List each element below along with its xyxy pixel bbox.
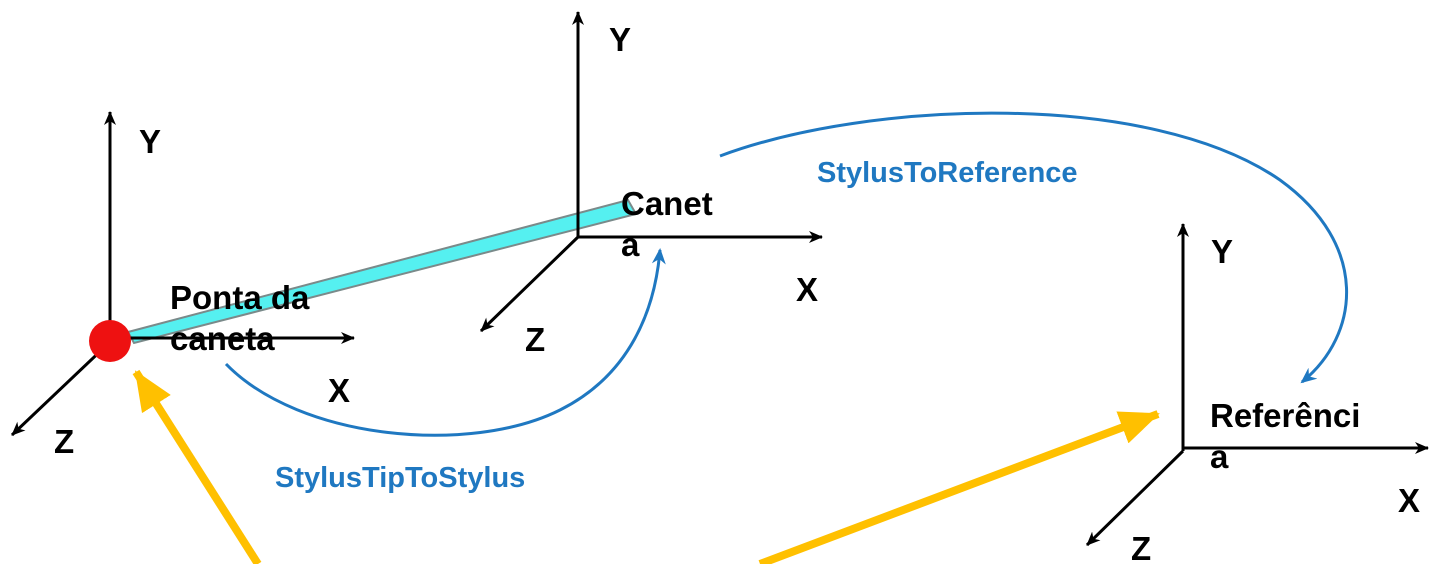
stylus-tip-x-label: X bbox=[328, 372, 351, 409]
reference-frame-label-line2: a bbox=[1210, 438, 1229, 475]
stylus-frame-axes bbox=[479, 11, 823, 333]
reference-frame-label: Referênci a bbox=[1210, 395, 1360, 477]
highlight-arrow-to-stylus-tip bbox=[132, 369, 262, 564]
stylus-frame-label: Canet a bbox=[621, 183, 713, 265]
stylus-frame-label-line1: Canet bbox=[621, 185, 713, 222]
stylus-tip-frame-label-line2: caneta bbox=[170, 320, 275, 357]
stylus-tip-to-stylus-arrow bbox=[224, 248, 666, 437]
reference-y-label: Y bbox=[1211, 233, 1234, 270]
highlight-arrow-to-reference bbox=[758, 410, 1160, 564]
stylus-tip-z-label: Z bbox=[54, 423, 75, 460]
reference-z-axis bbox=[1085, 449, 1185, 547]
stylus-tip-frame-axes bbox=[10, 111, 355, 437]
stylus-tip-to-stylus-label: StylusTipToStylus bbox=[275, 462, 526, 494]
reference-x-label: X bbox=[1398, 482, 1421, 519]
stylus-y-label: Y bbox=[609, 21, 632, 58]
stylus-tip-z-axis bbox=[10, 340, 112, 437]
stylus-x-label: X bbox=[796, 271, 819, 308]
stylus-tip-frame-label-line1: Ponta da bbox=[170, 279, 310, 316]
reference-frame-label-line1: Referênci bbox=[1210, 397, 1361, 434]
stylus-frame-label-line2: a bbox=[621, 226, 640, 263]
stylus-to-reference-arrow bbox=[719, 111, 1349, 384]
stylus-tip-y-label: Y bbox=[139, 123, 162, 160]
reference-z-label: Z bbox=[1131, 530, 1152, 567]
reference-frame-axes bbox=[1085, 223, 1429, 547]
stylus-tip-frame-label: Ponta da caneta bbox=[170, 277, 309, 359]
stylus-z-label: Z bbox=[525, 321, 546, 358]
stylus-to-reference-label: StylusToReference bbox=[817, 157, 1078, 189]
stylus-z-axis bbox=[479, 235, 580, 333]
stylus-tip-marker bbox=[89, 320, 131, 362]
